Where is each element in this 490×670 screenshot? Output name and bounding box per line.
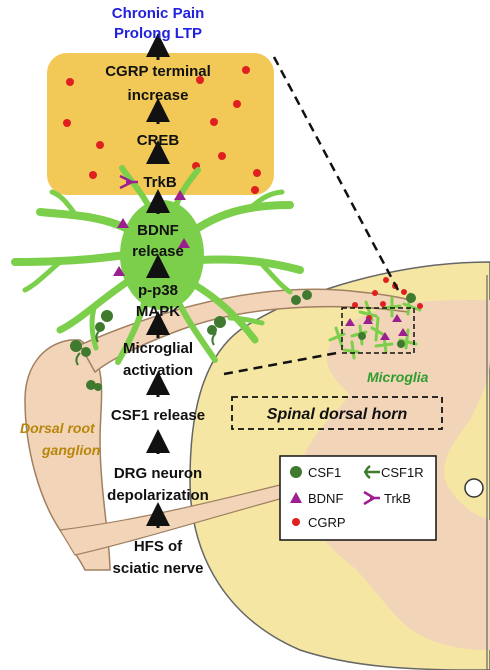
label-spinal-dorsal-horn: Spinal dorsal horn (267, 406, 408, 423)
legend-bdnf-icon (290, 492, 302, 503)
trkb-receptor-icon (119, 174, 138, 190)
step-bdnf-release-line1: BDNF (137, 222, 179, 239)
step-creb: CREB (137, 132, 180, 149)
label-dorsal-root-ganglion-line1: Dorsal root (20, 420, 96, 436)
step-cgrp-terminal-line2: increase (128, 87, 189, 104)
outcome-prolong-ltp: Prolong LTP (114, 25, 202, 42)
step-microglial-activation-line2: activation (123, 362, 193, 379)
legend-trkb-label: TrkB (384, 491, 411, 506)
step-drg-depolarization-line2: depolarization (107, 487, 209, 504)
legend-cgrp-label: CGRP (308, 515, 346, 530)
step-p-p38-line2: MAPK (136, 303, 180, 320)
legend-csf1r-label: CSF1R (381, 465, 424, 480)
csf1-dots (70, 290, 312, 391)
drg-body (24, 339, 111, 571)
legend-box (279, 455, 437, 541)
zoom-connector-lines (223, 56, 400, 376)
step-drg-depolarization-line1: DRG neuron (114, 465, 202, 482)
legend-bdnf-label: BDNF (308, 491, 343, 506)
cgrp-terminal-box (47, 53, 274, 195)
spinal-dorsal-horn-box (231, 396, 443, 430)
legend-csf1-icon (290, 466, 302, 478)
legend-csf1-label: CSF1 (308, 465, 341, 480)
csf1r-receptors (75, 329, 217, 366)
step-hfs-line1: HFS of (134, 538, 183, 555)
step-hfs-line2: sciatic nerve (113, 560, 204, 577)
dorsal-horn-zoom-box (341, 307, 415, 354)
legend-trkb-icon (363, 490, 380, 506)
central-canal (464, 478, 484, 498)
label-dorsal-root-ganglion-line2: ganglion (41, 442, 100, 458)
legend-csf1r-icon (364, 465, 380, 479)
bdnf-triangles (113, 190, 190, 276)
cgrp-dots-terminal (63, 66, 261, 194)
legend: CSF1 CSF1R BDNF TrkB CGRP (279, 455, 437, 541)
step-cgrp-terminal-line1: CGRP terminal (105, 63, 211, 80)
step-trkb: TrkB (143, 174, 177, 191)
legend-cgrp-icon (292, 518, 300, 526)
step-p-p38-line1: p-p38 (138, 282, 178, 299)
label-microglia: Microglia (367, 369, 429, 385)
dorsal-horn-detail (328, 277, 423, 360)
step-csf1-release: CSF1 release (111, 407, 205, 424)
outcome-chronic-pain: Chronic Pain (112, 5, 205, 22)
step-bdnf-release-line2: release (132, 243, 184, 260)
step-microglial-activation-line1: Microglial (123, 340, 193, 357)
